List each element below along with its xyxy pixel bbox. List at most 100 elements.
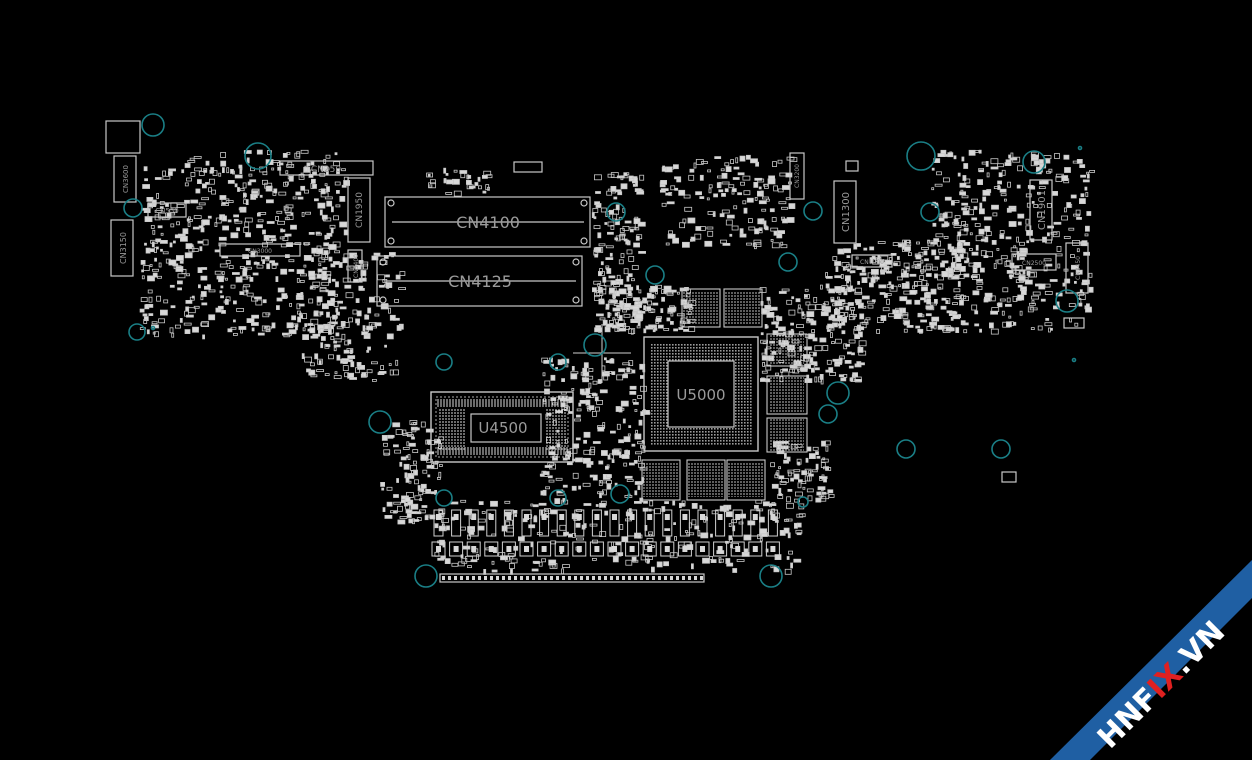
smd-part — [962, 175, 967, 181]
bga-ball — [717, 437, 719, 439]
smd-part — [310, 161, 315, 166]
strip-pin — [502, 576, 505, 580]
square-pad-fill — [717, 546, 723, 552]
smd-part — [333, 338, 342, 343]
smd-part — [200, 227, 205, 233]
smd-part — [381, 487, 385, 491]
smd-part — [728, 535, 733, 541]
smd-part — [997, 185, 1001, 190]
bga-ball — [663, 416, 665, 418]
bga-ball — [651, 422, 653, 424]
smd-part — [1061, 175, 1069, 182]
bga-ball — [744, 371, 746, 373]
memory-chip — [686, 459, 726, 501]
bga-ball — [750, 404, 752, 406]
smd-part — [1024, 279, 1033, 285]
smd-part — [786, 217, 795, 223]
bga-ball — [666, 425, 668, 427]
smd-part — [310, 318, 319, 325]
smd-part — [211, 189, 217, 195]
smd-part — [266, 263, 271, 270]
bga-ball — [744, 353, 746, 355]
smd-part — [201, 267, 208, 270]
bga-ball — [741, 383, 743, 385]
bga-ball — [690, 350, 692, 352]
smd-part — [392, 444, 399, 448]
bga-ball — [741, 380, 743, 382]
smd-part — [318, 257, 326, 263]
bga-ball — [693, 353, 695, 355]
smd-part — [197, 284, 201, 289]
bga-ball — [654, 383, 656, 385]
smd-part — [825, 445, 829, 452]
bga-ball — [651, 419, 653, 421]
smd-part — [934, 273, 938, 279]
smd-part — [754, 196, 758, 201]
smd-part — [342, 277, 351, 283]
bga-ball — [669, 434, 671, 436]
bga-ball — [666, 431, 668, 433]
smd-part — [634, 409, 638, 412]
smd-part — [617, 552, 624, 556]
smd-part — [691, 519, 697, 526]
pad-fill — [752, 514, 758, 520]
smd-part — [624, 284, 632, 288]
smd-part — [396, 325, 402, 331]
smd-part — [246, 157, 250, 164]
smd-part — [280, 228, 284, 233]
smd-part — [914, 281, 923, 287]
smd-part — [917, 314, 925, 318]
smd-part — [389, 314, 396, 321]
smd-part — [646, 559, 650, 564]
bga-ball — [747, 419, 749, 421]
mount-hole — [645, 265, 665, 285]
smd-part — [1019, 310, 1023, 316]
label-cn3200: CN3200 — [794, 164, 801, 188]
strip-pin — [616, 576, 619, 580]
bga-ball — [723, 356, 725, 358]
smd-part — [618, 315, 623, 321]
bga-ball — [654, 344, 656, 346]
smd-part — [807, 495, 813, 502]
smd-part — [948, 313, 953, 317]
smd-part — [303, 242, 311, 246]
smd-part — [694, 525, 700, 530]
smd-part — [982, 189, 991, 196]
smd-part — [848, 316, 855, 321]
smd-part — [623, 268, 629, 275]
smd-part — [147, 289, 153, 294]
bga-ball — [747, 440, 749, 442]
smd-part — [278, 191, 287, 196]
smd-part — [552, 455, 558, 461]
smd-part — [154, 209, 163, 213]
smd-part — [719, 213, 725, 218]
smd-part — [487, 186, 490, 191]
smd-part — [1057, 263, 1061, 269]
bga-ball — [720, 344, 722, 346]
smd-part — [470, 559, 478, 563]
strip-pin — [484, 576, 487, 580]
bga-ball — [690, 428, 692, 430]
smd-part — [963, 241, 971, 246]
smd-part — [420, 454, 426, 461]
smd-part — [757, 218, 764, 225]
bga-ball — [663, 344, 665, 346]
smd-part — [1053, 221, 1062, 225]
bga-ball — [714, 359, 716, 361]
bga-ball — [744, 356, 746, 358]
connector-cn3450 — [1065, 242, 1089, 294]
smd-part — [933, 238, 940, 243]
smd-part — [862, 305, 867, 309]
bga-ball — [654, 416, 656, 418]
smd-part — [546, 412, 552, 416]
smd-part — [383, 452, 390, 456]
bga-ball — [747, 350, 749, 352]
smd-part — [434, 438, 441, 444]
bga-ball — [678, 437, 680, 439]
smd-part — [289, 302, 293, 307]
smd-part — [781, 477, 789, 483]
smd-part — [953, 269, 961, 276]
bga-ball — [663, 413, 665, 415]
smd-part — [1006, 321, 1012, 328]
smd-part — [251, 327, 255, 332]
